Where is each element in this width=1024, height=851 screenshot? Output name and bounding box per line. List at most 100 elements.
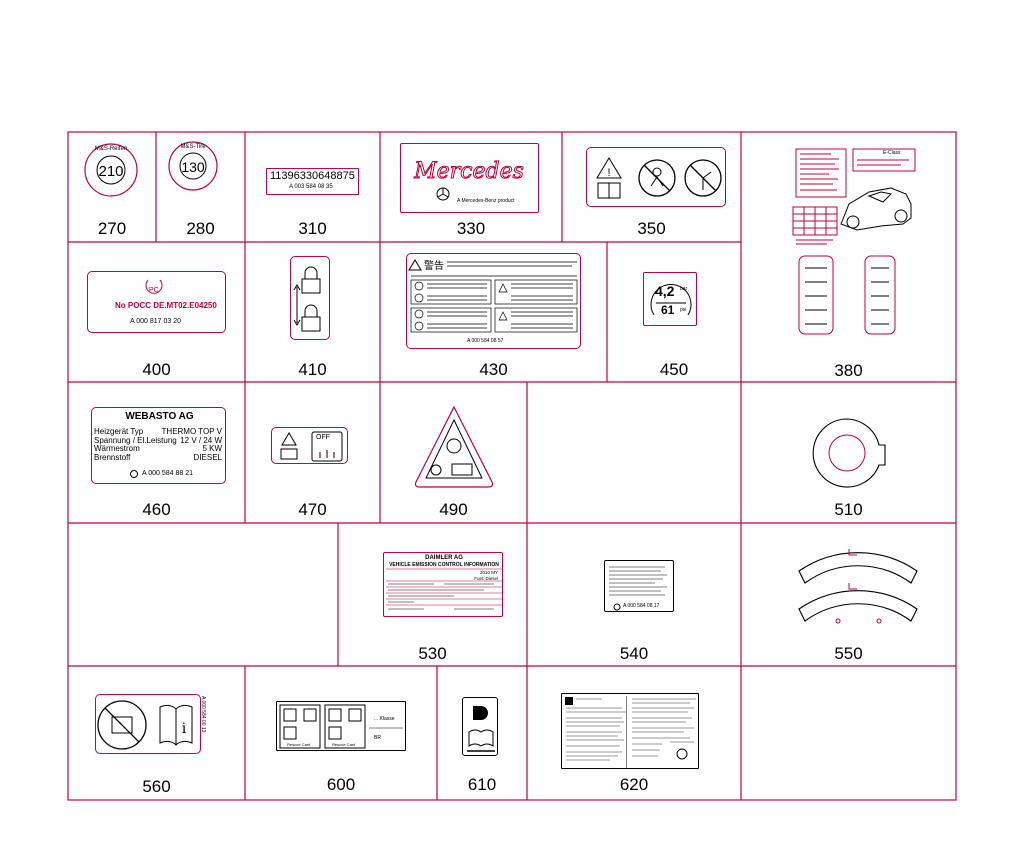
- part-number: 280: [186, 219, 215, 238]
- part-cell-350[interactable]: ! 350: [562, 132, 741, 242]
- part-cell-380[interactable]: E-Class 380: [741, 132, 956, 382]
- part-number: 510: [834, 500, 863, 519]
- pressure-bar-unit: bar: [680, 286, 688, 292]
- part-cell-600[interactable]: Rescue Card Rescue Card ... Klasse BR 60…: [245, 666, 437, 800]
- warning-icon: [408, 259, 422, 271]
- off-label: OFF: [316, 434, 330, 441]
- part-cell-410[interactable]: 410: [245, 242, 380, 382]
- part-cell-430[interactable]: 警告 A 000 584 08 57 430: [380, 242, 607, 382]
- part-number: 560: [142, 777, 171, 796]
- svg-text:210: 210: [98, 163, 123, 180]
- part-number: 610: [467, 775, 497, 794]
- vehicle-info-sheet-icon: E-Class: [792, 148, 916, 335]
- part-cell-530[interactable]: DAIMLER AG VEHICLE EMISSION CONTROL INFO…: [338, 523, 527, 666]
- row-key: Brennstoff: [94, 452, 131, 462]
- part-code: A 000 584 88 21: [142, 470, 193, 477]
- rescue-card-label: Rescue Card Rescue Card ... Klasse BR: [276, 701, 406, 751]
- part-number: 600: [326, 775, 356, 794]
- part-cell-280[interactable]: 130 M&S-Tire 280: [156, 132, 245, 242]
- car-icon: [840, 187, 912, 231]
- manual-icon: i: [159, 704, 193, 746]
- row-value: THERMO TOP V: [161, 427, 222, 436]
- part-cell-490[interactable]: 490: [380, 382, 527, 523]
- lock-icon: [293, 266, 321, 332]
- part-cell-610[interactable]: 610: [437, 666, 527, 800]
- pressure-gauge-icon: [650, 284, 692, 316]
- part-cell-560[interactable]: i A 000 584 00 13 560: [68, 666, 245, 800]
- part-code: A 003 584 08 35: [289, 184, 333, 190]
- pressure-psi: 61: [661, 303, 675, 317]
- tire-pressure-label: 4,2 bar 61 psi: [643, 272, 697, 326]
- part-number: 530: [418, 644, 447, 663]
- certification-label: PC No POCC DE.MT02.E04250 A 000 817 03 2…: [87, 271, 226, 333]
- part-cell-450[interactable]: 4,2 bar 61 psi 450: [607, 242, 741, 382]
- fuel-type: Fuel: Diesel: [474, 576, 498, 581]
- part-cell-400[interactable]: PC No POCC DE.MT02.E04250 A 000 817 03 2…: [68, 242, 245, 382]
- part-cell-270[interactable]: 210 M&S-Reifen 270: [68, 132, 156, 242]
- warning-icon: !: [596, 157, 622, 199]
- part-cell-460[interactable]: WEBASTO AG Heizgerät Typ Spannung / El.L…: [68, 382, 245, 523]
- part-number: 400: [142, 360, 171, 379]
- manual-icon: [468, 729, 494, 747]
- model-year: 2010 MY: [479, 570, 498, 575]
- warning-label-chinese: 警告 A 000 584 08 57: [406, 253, 581, 349]
- part-number: 490: [439, 500, 468, 519]
- heat-icon: [319, 450, 335, 458]
- qr-code-icon: [324, 704, 366, 749]
- recycle-icon: [676, 748, 688, 760]
- part-cell-470[interactable]: OFF 470: [245, 382, 380, 523]
- no-fan-icon: [684, 159, 722, 197]
- row-value: 12 V / 24 W: [180, 435, 222, 445]
- label-footer: A Mercedes-Benz product: [457, 198, 515, 204]
- lock-label: [290, 256, 330, 340]
- mercedes-logo-icon: [130, 470, 138, 478]
- svg-text:130: 130: [181, 159, 205, 175]
- card-caption: Rescue Card: [287, 742, 311, 747]
- part-number: 620: [619, 775, 649, 794]
- qr-code-icon: [279, 704, 321, 749]
- pressure-bar: 4,2: [655, 283, 675, 299]
- br-label: BR: [374, 735, 381, 741]
- part-number: 410: [298, 360, 327, 379]
- part-cell-330[interactable]: Mercedes A Mercedes-Benz product 330: [380, 132, 562, 242]
- row-key: Wärmestrom: [94, 444, 140, 453]
- pct-mark-icon: PC: [145, 279, 163, 294]
- svg-text:M&S-Tire: M&S-Tire: [180, 144, 206, 150]
- part-cell-510[interactable]: 510: [741, 382, 956, 523]
- part-number: 430: [479, 360, 508, 379]
- light-label: [462, 697, 498, 756]
- airbag-warning-triangle-icon: [414, 405, 494, 488]
- tire-speed-badge-icon: 210 M&S-Reifen: [84, 143, 138, 197]
- row-key: Heizgerät Typ: [94, 427, 144, 436]
- part-number: 540: [619, 644, 649, 663]
- part-cell-550[interactable]: 550: [741, 523, 956, 666]
- cert-number: No POCC DE.MT02.E04250: [115, 301, 217, 310]
- part-number: 270: [97, 219, 127, 238]
- mercedes-script-label: Mercedes A Mercedes-Benz product: [400, 143, 539, 213]
- warning-label: !: [586, 147, 726, 207]
- part-number: 350: [637, 219, 666, 238]
- tire-speed-badge-icon: 130 M&S-Tire: [168, 141, 218, 191]
- label-header: DAIMLER AG: [425, 555, 463, 561]
- part-cell-540[interactable]: A 000 584 08 17 540: [527, 523, 741, 666]
- emission-control-label: DAIMLER AG VEHICLE EMISSION CONTROL INFO…: [383, 552, 503, 617]
- row-value: 5 KW: [202, 444, 222, 453]
- class-label: ... Klasse: [374, 716, 395, 722]
- svg-text:i: i: [182, 721, 187, 737]
- part-cell-310[interactable]: 11396330648875 A 003 584 08 35 310: [245, 132, 380, 242]
- barcode-label: 11396330648875 A 003 584 08 35: [266, 168, 359, 195]
- svg-text:M&S-Reifen: M&S-Reifen: [95, 146, 127, 152]
- mercedes-logo-icon: Mercedes: [413, 159, 524, 201]
- ring-bracket-icon: [812, 418, 886, 488]
- part-number: 380: [834, 361, 863, 380]
- warning-title: 警告: [424, 261, 444, 272]
- heater-off-label: OFF: [271, 427, 348, 464]
- part-cell-620[interactable]: 620: [527, 666, 741, 800]
- row-key: Spannung / El.Leistung: [94, 435, 177, 445]
- no-child-icon: [638, 159, 676, 197]
- part-code: A 000 584 08 17: [623, 603, 660, 609]
- part-number: 310: [298, 219, 327, 238]
- part-number: 450: [659, 360, 689, 379]
- part-number: 550: [834, 644, 863, 663]
